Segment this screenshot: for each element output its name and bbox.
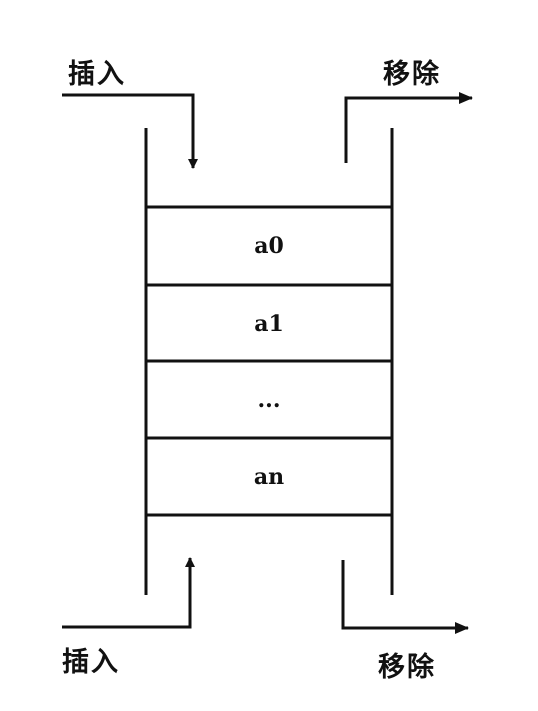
remove-bottom-label: 移除 (378, 652, 436, 683)
insert-bottom-arrow (62, 557, 195, 629)
cell-a0: a0 (254, 233, 284, 259)
cell-ellipsis: ... (257, 387, 281, 413)
cell-an: an (253, 464, 285, 490)
remove-top-arrow (344, 92, 473, 163)
insert-top-label: 插入 (68, 59, 126, 90)
insert-bottom-label: 插入 (62, 647, 120, 678)
cell-a1: a1 (254, 311, 284, 337)
insert-top-arrow (62, 93, 198, 169)
remove-top-label: 移除 (383, 59, 441, 90)
remove-bottom-arrow (341, 560, 469, 634)
